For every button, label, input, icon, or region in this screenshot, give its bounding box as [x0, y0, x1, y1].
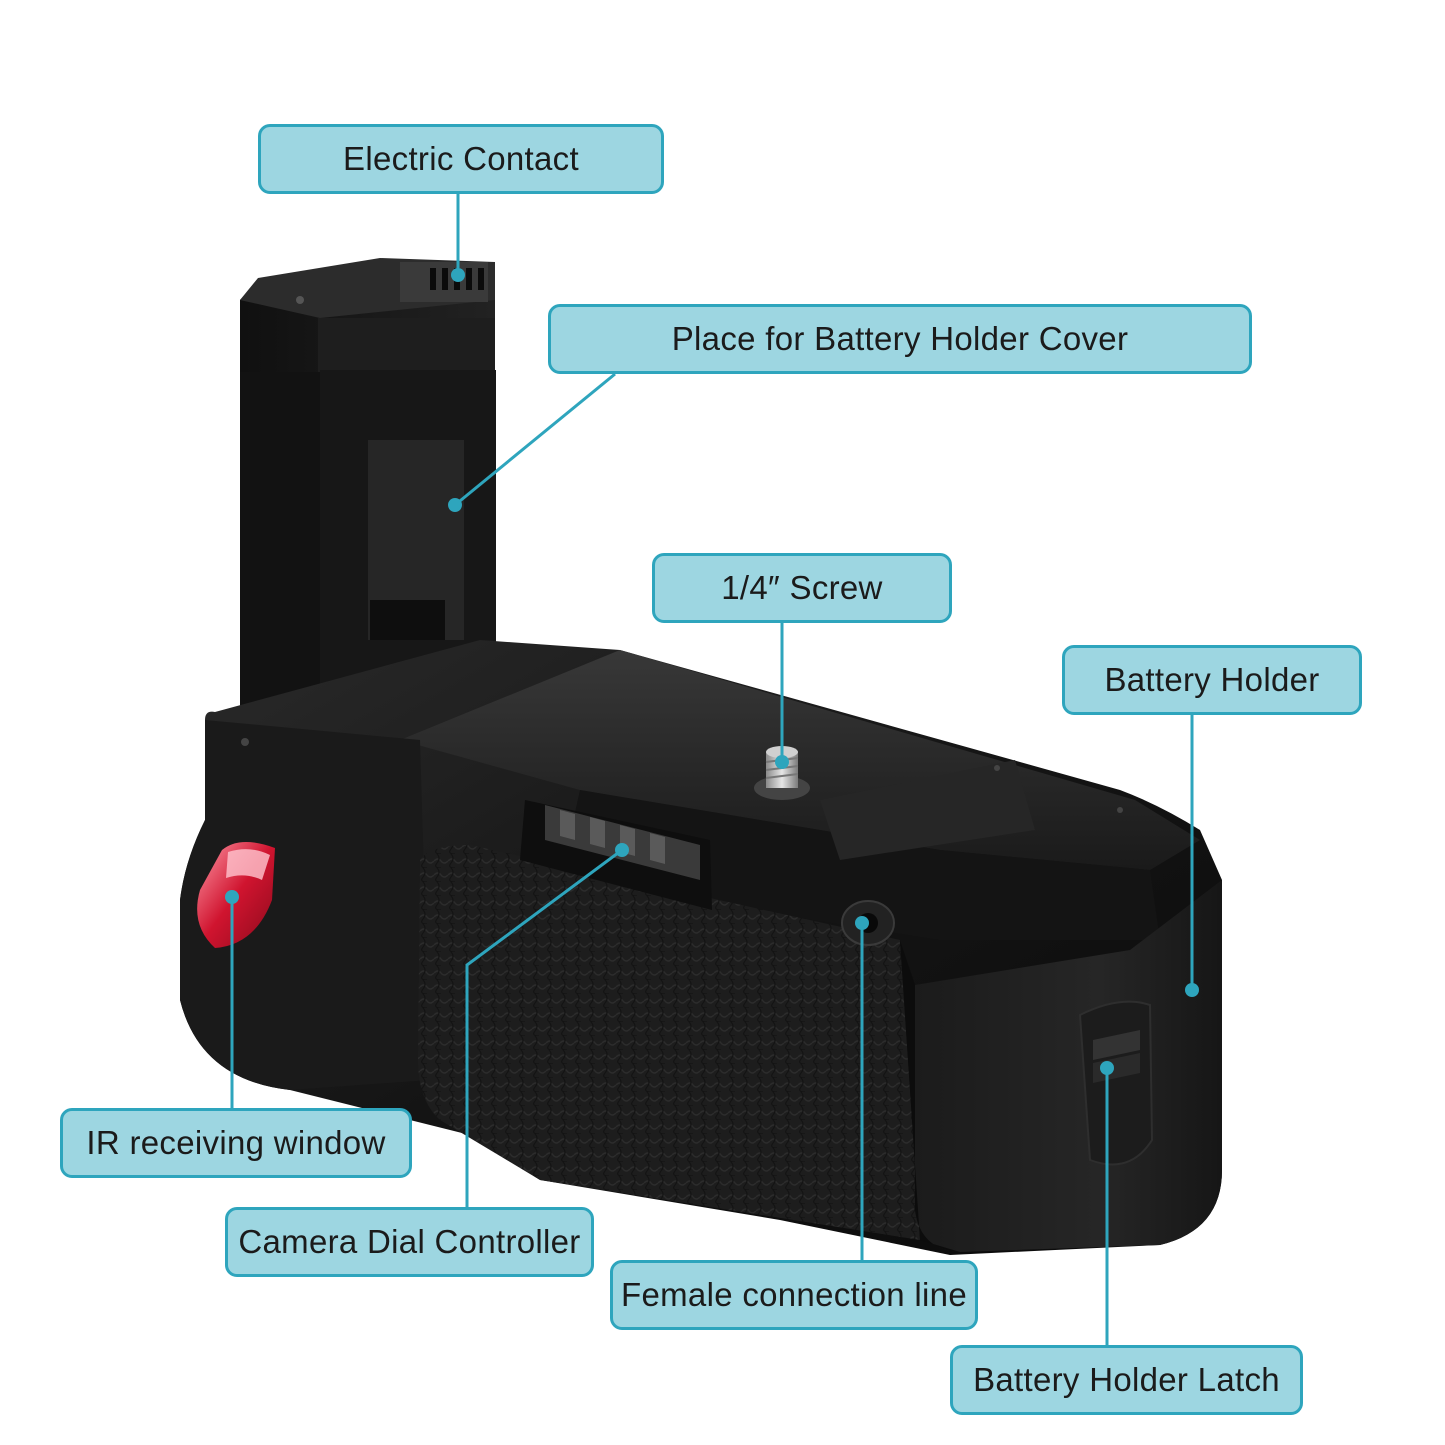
callout-female-connection: Female connection line: [610, 1260, 978, 1330]
callout-ir-window-label: IR receiving window: [86, 1124, 386, 1161]
callout-battery-holder-label: Battery Holder: [1104, 661, 1320, 698]
callout-holder-latch: Battery Holder Latch: [950, 1345, 1303, 1415]
callout-screw-label: 1/4″ Screw: [721, 569, 883, 606]
electric-contact-pins: [400, 262, 488, 302]
grip-body: [180, 640, 1222, 1255]
leader-battery-cover: [454, 372, 616, 507]
callout-electric-contact-label: Electric Contact: [343, 140, 579, 177]
callout-dial-controller: Camera Dial Controller: [225, 1207, 594, 1277]
callout-screw: 1/4″ Screw: [652, 553, 952, 623]
leader-lines: [230, 194, 1194, 1345]
callout-dial-controller-label: Camera Dial Controller: [238, 1223, 581, 1260]
callout-ir-window: IR receiving window: [60, 1108, 412, 1178]
callout-holder-latch-label: Battery Holder Latch: [973, 1361, 1280, 1398]
callout-electric-contact: Electric Contact: [258, 124, 664, 194]
leader-dots: [225, 268, 1199, 1075]
model-label-plate: [820, 760, 1035, 860]
leader-dial: [465, 848, 623, 1207]
battery-insert: [240, 258, 496, 745]
battery-holder-latch: [1078, 1000, 1154, 1166]
callout-battery-holder-cover: Place for Battery Holder Cover: [548, 304, 1252, 374]
callout-battery-holder: Battery Holder: [1062, 645, 1362, 715]
callout-female-connection-label: Female connection line: [621, 1276, 967, 1313]
callout-battery-holder-cover-label: Place for Battery Holder Cover: [671, 320, 1129, 357]
